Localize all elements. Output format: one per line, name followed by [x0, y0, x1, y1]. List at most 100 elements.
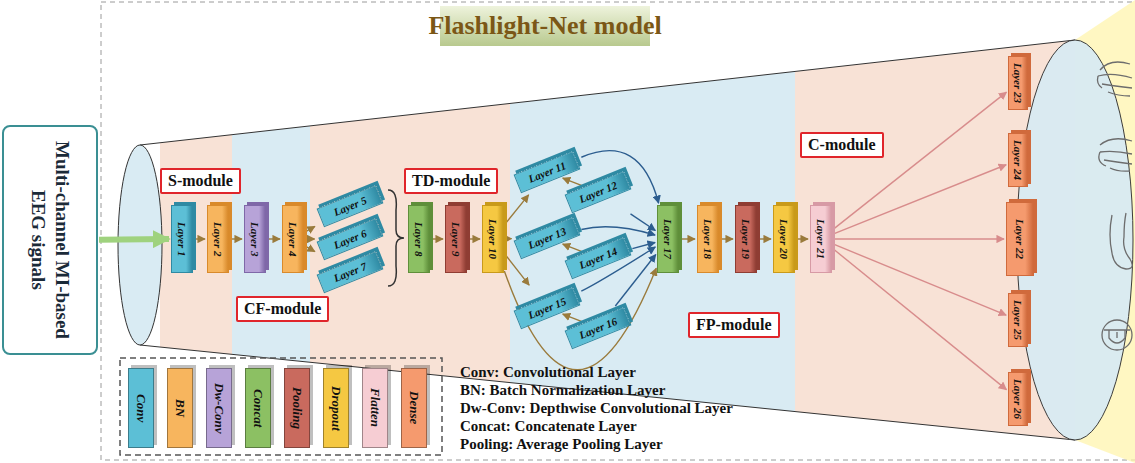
band-c: [795, 0, 1075, 463]
input-box: Multi-channel MI-based EEG signals: [2, 125, 98, 355]
connector-arrow: [230, 238, 242, 239]
legend-text: Pooling: [289, 387, 305, 429]
layer-name: Layer 18: [702, 219, 714, 259]
connector-arrow: [833, 92, 1007, 230]
legend-swatch: Dropout: [323, 368, 349, 448]
connector-arrow: [796, 238, 808, 239]
layer-name: Layer 17: [662, 219, 674, 259]
layer-name: Layer 10: [487, 219, 499, 259]
layer-block: Layer 1: [171, 205, 193, 273]
layer-block: Layer 25: [1008, 293, 1028, 347]
legend-definition: Dw-Conv: Depthwise Convolutional Layer: [460, 400, 733, 417]
layer-name: Layer 12: [577, 179, 619, 205]
connector-arrow: [833, 244, 1006, 315]
diagram-title: Flashlight-Net model: [440, 6, 650, 46]
connector-arrow: [581, 227, 655, 235]
module-name: CF-module: [244, 300, 321, 318]
layer-name: Layer 5: [332, 194, 368, 218]
layer-block: Layer 11: [514, 151, 581, 194]
module-name: C-module: [808, 136, 876, 154]
layer-name: Layer 23: [1012, 63, 1024, 103]
legend-swatch: BN: [167, 368, 193, 448]
layer-name: Layer 14: [577, 245, 619, 271]
band-s: [160, 0, 232, 463]
legend-text: Dropout: [328, 386, 344, 431]
graphic-part: [160, 0, 1075, 463]
layer-block: Layer 12: [565, 171, 632, 214]
tongue-icon: [1102, 320, 1132, 350]
legend-swatch: Pooling: [284, 368, 310, 448]
cone-left-end: [118, 145, 162, 345]
layer-block: Layer 26: [1008, 372, 1028, 426]
connector-arrow: [505, 195, 529, 225]
connector-arrow: [720, 238, 733, 239]
layer-name: Layer 3: [249, 222, 261, 257]
layer-block: Layer 13: [514, 217, 581, 260]
foot-icon: [1110, 213, 1132, 269]
legend-swatch: Flatten: [362, 368, 388, 448]
input-text: Multi-channel MI-based EEG signals: [26, 127, 74, 353]
title-text: Flashlight-Net model: [428, 11, 661, 41]
connector-arrow: [305, 246, 315, 252]
layer-block: Layer 24: [1008, 133, 1028, 187]
layer-block: Layer 2: [207, 205, 229, 273]
module-label: FP-module: [688, 312, 780, 338]
tongue-shape: [1104, 330, 1130, 343]
body-part-icons: [1098, 62, 1133, 350]
layer-block: Layer 18: [697, 205, 719, 273]
module-name: FP-module: [696, 316, 772, 334]
layer-name: Layer 22: [1014, 219, 1026, 259]
connector-arrow: [615, 255, 655, 306]
module-label: S-module: [160, 168, 241, 194]
connector-arrow: [468, 238, 480, 239]
legend-swatch: Dense: [401, 368, 427, 448]
layer-block: Layer 9: [445, 205, 467, 273]
layer-name: Layer 4: [287, 222, 299, 257]
legend-text: BN: [172, 399, 188, 417]
layer-name: Layer 16: [577, 315, 619, 341]
legend-swatch: Conv: [128, 368, 154, 448]
legend-swatch: Concat: [245, 368, 271, 448]
legend-text: Concat: [250, 389, 266, 427]
layer-block: Layer 20: [773, 205, 795, 273]
connector-arrow: [99, 236, 169, 243]
legend-definition: Pooling: Average Pooling Layer: [460, 436, 663, 453]
layer-name: Layer 19: [740, 219, 752, 259]
connector-arrow: [632, 243, 655, 249]
connector-arrow: [680, 238, 695, 239]
layer-block: Layer 8: [408, 205, 430, 273]
module-name: TD-module: [412, 172, 490, 190]
connector-arrow: [194, 238, 205, 239]
layer-block: Layer 3: [244, 205, 266, 273]
layer-block: Layer 16: [565, 307, 632, 350]
left-hand-icon: [1098, 62, 1133, 96]
brace: [388, 190, 404, 286]
layer-name: Layer 13: [526, 225, 568, 251]
layer-name: Layer 26: [1012, 379, 1024, 419]
cone-edge: [140, 345, 1075, 440]
layer-name: Layer 8: [413, 222, 425, 257]
layer-name: Layer 6: [332, 227, 368, 251]
connector-arrow: [431, 238, 443, 239]
legend-definition: Concat: Concatenate Layer: [460, 418, 637, 435]
cone-right-end: [1017, 40, 1133, 440]
right-hand-icon: [1099, 139, 1132, 171]
layer-name: Layer 1: [176, 222, 188, 257]
connector-arrow: [267, 238, 280, 239]
layer-name: Layer 20: [778, 219, 790, 259]
connector-arrow: [833, 249, 1007, 390]
layer-name: Layer 21: [815, 219, 827, 259]
legend-definition: BN: Batch Normalization Layer: [460, 382, 665, 399]
connector-arrow: [563, 178, 582, 185]
connector-arrow: [758, 238, 771, 239]
layer-block: Layer 22: [1006, 202, 1034, 276]
layer-block: Layer 14: [565, 237, 632, 280]
layer-name: Layer 11: [526, 159, 567, 185]
legend-definition: Conv: Convolutional Layer: [460, 364, 636, 381]
band-cf: [232, 0, 310, 463]
connector-arrow: [630, 214, 655, 231]
layer-block: Layer 19: [735, 205, 757, 273]
legend-text: Conv: [133, 394, 149, 422]
layer-name: Layer 25: [1012, 300, 1024, 340]
layer-block: Layer 15: [514, 287, 581, 330]
